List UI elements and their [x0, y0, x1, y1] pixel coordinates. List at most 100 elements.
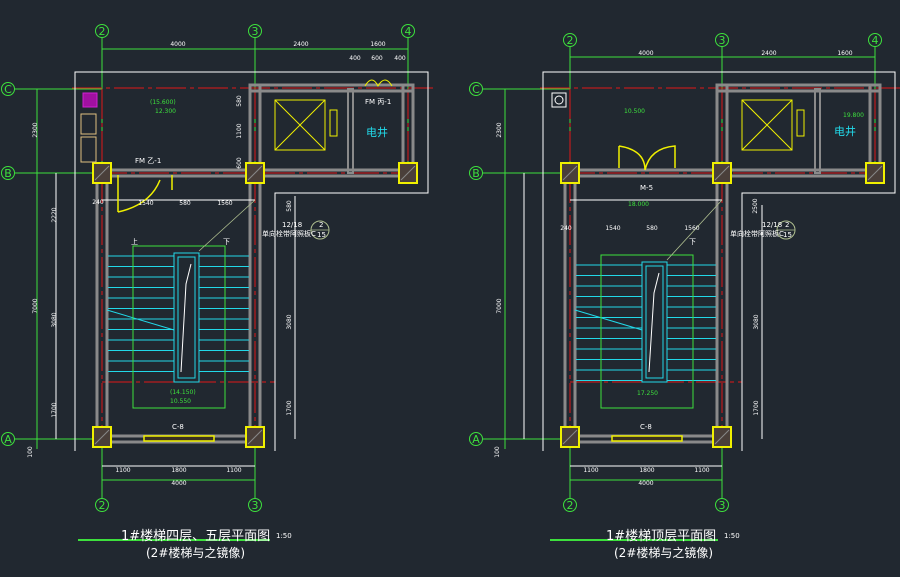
axis-bubble-a: A — [4, 433, 12, 446]
axis-bubble-b: B — [4, 167, 12, 180]
leader-line — [198, 199, 256, 252]
elevation-label: (15.600) — [150, 99, 176, 106]
ref-bubble-num: 2 — [785, 221, 789, 229]
column-hatch — [714, 429, 730, 445]
dim-text: 580 — [286, 200, 293, 212]
stair-break-line — [648, 272, 660, 373]
wall — [814, 88, 821, 174]
dim-text: 1800 — [639, 467, 654, 474]
dim-text: 4000 — [171, 480, 186, 487]
dim-text: 240 — [92, 199, 104, 206]
door-label: FM 乙-1 — [135, 157, 161, 165]
axis-bubble-3: 3 — [719, 34, 726, 47]
axis-bubble — [248, 24, 262, 38]
column-hatch — [94, 429, 110, 445]
dim-text: 3080 — [51, 312, 58, 327]
dim-text: 2400 — [761, 50, 776, 57]
axis-bubble-2: 2 — [567, 34, 574, 47]
dim-text: 1540 — [138, 200, 153, 207]
elevation-label: 10.500 — [624, 108, 645, 115]
elevation-label: 10.550 — [170, 398, 191, 405]
dim-text: 1100 — [226, 467, 241, 474]
door-label: M-5 — [640, 184, 653, 192]
stair-well — [641, 261, 668, 383]
axis-bubble — [1, 432, 15, 446]
column-hatch — [400, 165, 416, 181]
stair-break — [574, 309, 643, 331]
door-swing — [364, 79, 393, 88]
dim-text: 7000 — [32, 298, 39, 313]
door-swing — [117, 175, 173, 213]
window — [611, 435, 683, 442]
shaft-label: 电井 — [834, 124, 856, 138]
drawing-title: 1#楼梯顶层平面图 — [606, 529, 716, 544]
ref-bubble-num: 2 — [319, 221, 323, 229]
stair-break — [106, 309, 175, 331]
axis-bubble — [401, 24, 415, 38]
stair-handrail — [177, 256, 196, 379]
double-door-swing — [618, 145, 676, 171]
dim-text: 1800 — [171, 467, 186, 474]
walk-line — [600, 254, 694, 409]
axis-bubble — [95, 24, 109, 38]
dim-text: 2300 — [496, 122, 503, 137]
dim-text: 1100 — [115, 467, 130, 474]
dim-text: 3080 — [286, 314, 293, 329]
window-label: C-8 — [640, 423, 652, 431]
dim-text: 1540 — [605, 225, 620, 232]
dim-text: 7000 — [496, 298, 503, 313]
ref-bubble-sheet: 15 — [317, 231, 326, 239]
dim-text: 2300 — [32, 122, 39, 137]
dim-text: 4000 — [170, 41, 185, 48]
ref-bubble-sheet: 15 — [783, 231, 792, 239]
up-label: 上 — [131, 237, 138, 246]
dim-text: 400 — [394, 55, 406, 62]
outline — [542, 71, 896, 451]
dim-text: 100 — [494, 446, 501, 458]
dim-text: 240 — [560, 225, 572, 232]
ref-note: 单向栓带阿照板C — [262, 229, 316, 238]
axis-bubble — [1, 82, 15, 96]
dim-text: 4000 — [638, 480, 653, 487]
axis-bubble-3: 3 — [252, 25, 259, 38]
elevation-label: 12.300 — [155, 108, 176, 115]
ref-note: 单向栓带阿照板C — [730, 229, 784, 238]
shaft-label: 电井 — [366, 125, 388, 139]
column-hatch — [247, 429, 263, 445]
axis-bubble — [868, 33, 882, 47]
walk-line — [132, 245, 226, 409]
column-hatch — [247, 165, 263, 181]
axis-bubble — [715, 33, 729, 47]
stair-handrail — [645, 265, 664, 379]
outline — [74, 71, 429, 451]
axis-bubble — [1, 166, 15, 180]
axis-bubble — [563, 33, 577, 47]
axis-bubble-4: 4 — [405, 25, 412, 38]
dim-text: 3080 — [753, 314, 760, 329]
down-label: 下 — [223, 238, 230, 246]
dim-text: 1100 — [236, 123, 243, 138]
column-hatch — [94, 165, 110, 181]
column-hatch — [714, 165, 730, 181]
elevation-label: 17.250 — [637, 390, 658, 397]
dim-text: 1100 — [583, 467, 598, 474]
elevator-x — [274, 99, 326, 151]
dim-text: 4000 — [638, 50, 653, 57]
elevator-counterweight — [796, 109, 805, 137]
appliance-icon — [82, 92, 98, 108]
dim-text: 1700 — [286, 400, 293, 415]
elevator-car — [274, 99, 326, 151]
dim-text: 2500 — [752, 198, 759, 213]
axis-bubble-4: 4 — [872, 34, 879, 47]
dim-text: 600 — [236, 157, 243, 169]
door-label: FM 丙-1 — [365, 98, 391, 106]
window-label: C-8 — [172, 423, 184, 431]
elevator-x — [741, 99, 793, 151]
dim-text: 1700 — [753, 400, 760, 415]
sink-icon — [80, 136, 97, 163]
dim-text: 2220 — [51, 207, 58, 222]
stair-break-line — [180, 263, 192, 373]
axis-bubble — [469, 166, 483, 180]
